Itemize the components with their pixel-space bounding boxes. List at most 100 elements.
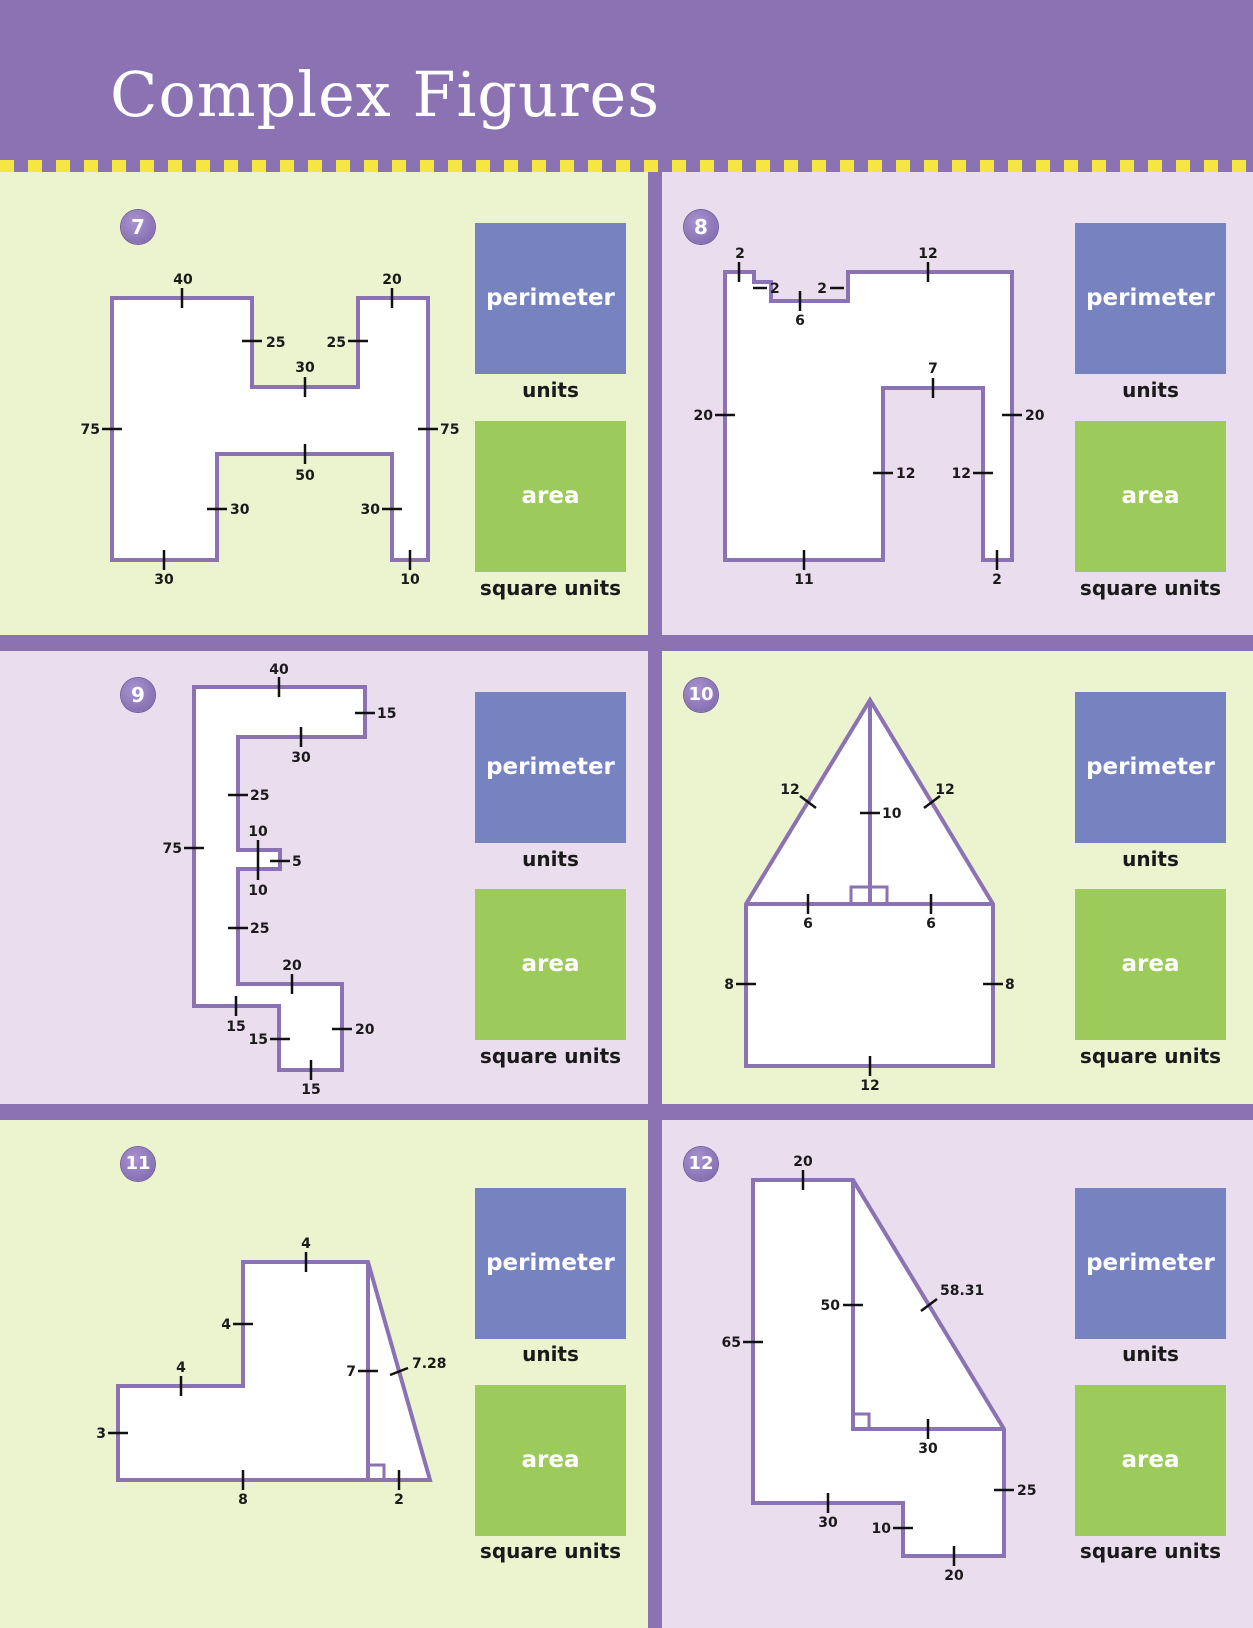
measure-label: 8 <box>1005 977 1015 993</box>
measure-label: 4 <box>176 1360 186 1376</box>
measure-label: 12 <box>918 246 937 262</box>
measure-label: 25 <box>327 335 346 351</box>
measure-label: 75 <box>163 841 182 857</box>
perimeter-units: units <box>1122 1342 1179 1366</box>
measure-label: 12 <box>896 466 915 482</box>
measure-label: 75 <box>81 422 100 438</box>
header-stripe <box>0 160 1253 172</box>
measure-label: 2 <box>770 281 780 297</box>
problem-number-badge: 11 <box>121 1147 155 1181</box>
perimeter-box: perimeter <box>475 1188 626 1339</box>
area-box: area <box>1075 421 1226 572</box>
measure-label: 30 <box>230 502 250 518</box>
problem-8-figure: 2 2 6 2 12 7 20 20 12 12 11 2 <box>694 246 1045 588</box>
measure-label: 6 <box>803 916 813 932</box>
measure-label: 20 <box>382 272 402 288</box>
area-box: area <box>1075 889 1226 1040</box>
measure-label: 2 <box>735 246 745 262</box>
measure-label: 11 <box>794 572 813 588</box>
area-box: area <box>475 889 626 1040</box>
problem-number-badge: 7 <box>121 210 155 244</box>
problem-number-badge: 8 <box>684 210 718 244</box>
perimeter-units: units <box>522 1342 579 1366</box>
perimeter-units: units <box>1122 847 1179 871</box>
measure-label: 15 <box>226 1019 245 1035</box>
perimeter-box: perimeter <box>1075 223 1226 374</box>
measure-label: 30 <box>154 572 174 588</box>
problem-10-figure: 12 12 10 6 6 8 8 12 <box>724 696 1015 1094</box>
measure-label: 10 <box>400 572 420 588</box>
measure-label: 6 <box>795 313 805 329</box>
measure-label: 10 <box>248 824 268 840</box>
area-units: square units <box>479 1044 622 1068</box>
measure-label: 40 <box>173 272 193 288</box>
measure-label: 30 <box>361 502 381 518</box>
measure-label: 6 <box>926 916 936 932</box>
measure-label: 2 <box>992 572 1002 588</box>
measure-label: 12 <box>780 782 799 798</box>
measure-label: 20 <box>282 958 302 974</box>
measure-label: 30 <box>295 360 315 376</box>
area-units: square units <box>1079 1044 1222 1068</box>
perimeter-units: units <box>1122 378 1179 402</box>
problem-11-figure: 4 4 4 7 7.28 3 8 2 <box>96 1236 447 1508</box>
measure-label: 40 <box>269 662 289 678</box>
problem-number-badge: 10 <box>684 678 718 712</box>
measure-label: 3 <box>96 1426 106 1442</box>
measure-label: 4 <box>221 1317 231 1333</box>
area-box: area <box>475 1385 626 1536</box>
area-box: area <box>475 421 626 572</box>
area-box: area <box>1075 1385 1226 1536</box>
measure-label: 15 <box>301 1082 320 1098</box>
problem-number-badge: 9 <box>121 678 155 712</box>
page-header: Complex Figures <box>0 0 1253 160</box>
perimeter-box: perimeter <box>475 223 626 374</box>
area-units: square units <box>1079 1539 1222 1563</box>
measure-label: 10 <box>248 883 268 899</box>
problem-12-panel: 20 50 58.31 65 30 25 30 10 20 12 perimet… <box>662 1120 1253 1628</box>
measure-label: 15 <box>249 1032 268 1048</box>
measure-label: 50 <box>295 468 315 484</box>
perimeter-box: perimeter <box>1075 1188 1226 1339</box>
area-units: square units <box>479 576 622 600</box>
measure-label: 2 <box>394 1492 404 1508</box>
problem-10-panel: 12 12 10 6 6 8 8 12 10 perimeter units a… <box>662 651 1253 1104</box>
perimeter-units: units <box>522 847 579 871</box>
measure-label: 12 <box>935 782 954 798</box>
perimeter-box: perimeter <box>475 692 626 843</box>
measure-label: 7.28 <box>412 1356 447 1372</box>
problem-7-figure: 40 20 25 25 30 75 75 50 30 30 30 10 <box>81 272 460 588</box>
measure-label: 50 <box>821 1298 841 1314</box>
measure-label: 75 <box>440 422 459 438</box>
problem-12-figure: 20 50 58.31 65 30 25 30 10 20 <box>722 1154 1037 1584</box>
measure-label: 8 <box>724 977 734 993</box>
measure-label: 25 <box>250 788 269 804</box>
measure-label: 7 <box>346 1364 356 1380</box>
measure-label: 25 <box>266 335 285 351</box>
measure-label: 5 <box>292 854 302 870</box>
measure-label: 58.31 <box>940 1283 984 1299</box>
problem-9-figure: 40 15 30 25 10 5 10 75 25 20 15 15 20 15 <box>163 662 397 1098</box>
area-units: square units <box>1079 576 1222 600</box>
measure-label: 25 <box>250 921 269 937</box>
measure-label: 30 <box>918 1441 938 1457</box>
measure-label: 25 <box>1017 1483 1036 1499</box>
problem-9-panel: 40 15 30 25 10 5 10 75 25 20 15 15 20 15… <box>0 651 648 1104</box>
measure-label: 20 <box>944 1568 964 1584</box>
area-units: square units <box>479 1539 622 1563</box>
problem-11-panel: 4 4 4 7 7.28 3 8 2 11 perimeter units ar… <box>0 1120 648 1628</box>
measure-label: 30 <box>291 750 311 766</box>
measure-label: 2 <box>817 281 827 297</box>
measure-label: 20 <box>793 1154 813 1170</box>
measure-label: 7 <box>928 361 938 377</box>
measure-label: 20 <box>1025 408 1045 424</box>
measure-label: 10 <box>872 1521 892 1537</box>
problem-number-badge: 12 <box>684 1147 718 1181</box>
measure-label: 15 <box>377 706 396 722</box>
perimeter-box: perimeter <box>1075 692 1226 843</box>
measure-label: 12 <box>952 466 971 482</box>
measure-label: 12 <box>860 1078 879 1094</box>
measure-label: 30 <box>818 1515 838 1531</box>
measure-label: 65 <box>722 1335 741 1351</box>
measure-label: 8 <box>238 1492 248 1508</box>
